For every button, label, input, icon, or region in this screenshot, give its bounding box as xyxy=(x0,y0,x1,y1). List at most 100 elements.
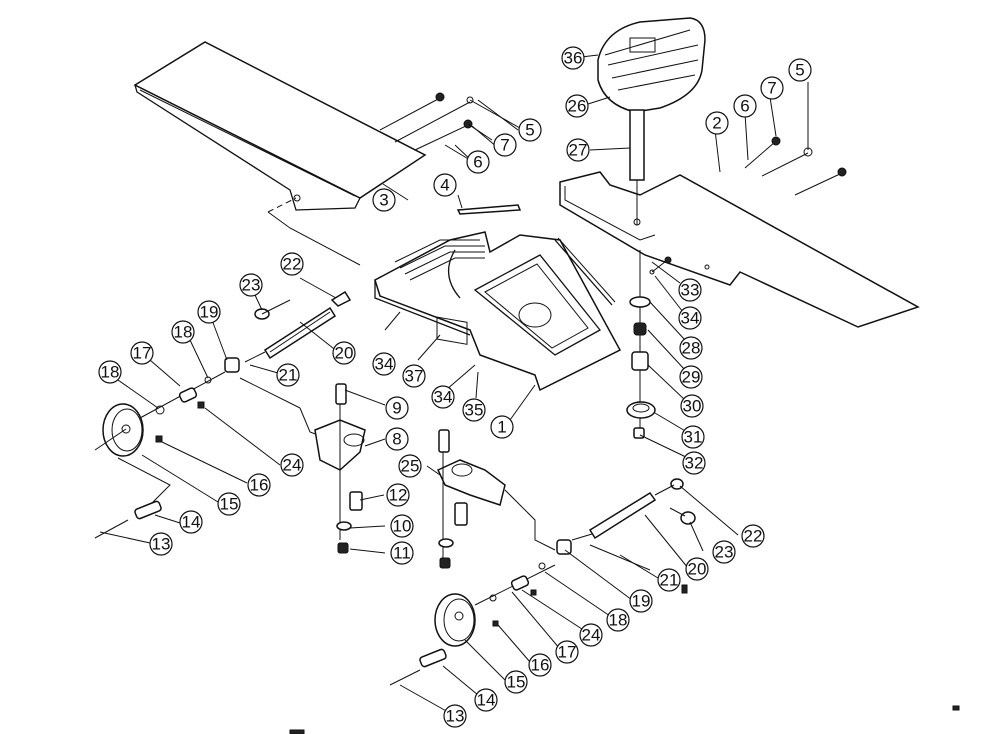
callout-34-right: 34 xyxy=(678,306,702,330)
svg-text:26: 26 xyxy=(568,97,587,116)
callout-24-left: 24 xyxy=(280,453,304,477)
table-fasteners-right xyxy=(744,82,847,196)
svg-text:4: 4 xyxy=(440,176,449,195)
callout-5-left: 5 xyxy=(518,118,542,142)
svg-text:16: 16 xyxy=(250,476,269,495)
svg-text:24: 24 xyxy=(582,626,601,645)
svg-text:24: 24 xyxy=(283,456,302,475)
callout-19-left: 19 xyxy=(197,300,221,324)
callout-1: 1 xyxy=(490,415,514,439)
svg-text:21: 21 xyxy=(279,366,298,385)
svg-text:37: 37 xyxy=(405,367,424,386)
svg-text:28: 28 xyxy=(682,339,701,358)
svg-text:25: 25 xyxy=(401,457,420,476)
callout-28: 28 xyxy=(679,336,703,360)
callout-34-front: 34 xyxy=(431,385,455,409)
svg-text:22: 22 xyxy=(283,255,302,274)
leader-lines xyxy=(99,54,777,713)
callout-33: 33 xyxy=(678,278,702,302)
callout-15-right: 15 xyxy=(504,670,528,694)
svg-text:17: 17 xyxy=(133,344,152,363)
callout-30: 30 xyxy=(680,394,704,418)
svg-text:5: 5 xyxy=(525,121,534,140)
callout-20-right: 20 xyxy=(685,557,709,581)
callout-29: 29 xyxy=(679,365,703,389)
callout-14-left: 14 xyxy=(179,510,203,534)
svg-text:32: 32 xyxy=(685,454,704,473)
svg-text:33: 33 xyxy=(681,281,700,300)
svg-text:23: 23 xyxy=(715,543,734,562)
svg-text:10: 10 xyxy=(393,517,412,536)
callout-6-left: 6 xyxy=(466,150,490,174)
callout-5-right: 5 xyxy=(788,58,812,82)
stray-mark xyxy=(952,705,960,711)
svg-text:14: 14 xyxy=(477,691,496,710)
svg-text:6: 6 xyxy=(473,153,482,172)
callouts: 1 2 3 4 5 5 6 6 7 7 8 9 10 11 12 13 13 1… xyxy=(98,46,812,728)
callout-21-left: 21 xyxy=(276,363,300,387)
outfeed-table xyxy=(559,171,920,328)
callout-4: 4 xyxy=(433,173,457,197)
callout-14-right: 14 xyxy=(474,688,498,712)
svg-text:2: 2 xyxy=(712,114,721,133)
svg-text:13: 13 xyxy=(152,535,171,554)
height-adjust-stack xyxy=(626,250,672,439)
fence-knob xyxy=(597,17,706,225)
callout-16-right: 16 xyxy=(528,653,552,677)
callout-7-left: 7 xyxy=(493,133,517,157)
callout-23-left: 23 xyxy=(239,273,263,297)
page-number-fragment xyxy=(289,729,305,734)
svg-text:18: 18 xyxy=(174,323,193,342)
svg-text:31: 31 xyxy=(684,428,703,447)
right-handwheel xyxy=(389,562,556,686)
svg-text:29: 29 xyxy=(682,368,701,387)
svg-text:7: 7 xyxy=(500,136,509,155)
callout-11: 11 xyxy=(390,541,414,565)
svg-text:18: 18 xyxy=(101,363,120,382)
svg-text:7: 7 xyxy=(767,79,776,98)
callout-15-left: 15 xyxy=(217,492,241,516)
callout-34-left: 34 xyxy=(372,352,396,376)
callout-3: 3 xyxy=(372,188,396,212)
callout-9: 9 xyxy=(385,396,409,420)
callout-25: 25 xyxy=(398,454,422,478)
callout-6-right: 6 xyxy=(733,94,757,118)
callout-23-right: 23 xyxy=(712,540,736,564)
svg-text:15: 15 xyxy=(220,495,239,514)
svg-text:30: 30 xyxy=(683,397,702,416)
svg-text:16: 16 xyxy=(531,656,550,675)
callout-32: 32 xyxy=(682,451,706,475)
svg-text:22: 22 xyxy=(744,527,763,546)
left-handwheel xyxy=(94,371,226,539)
callout-18-right: 18 xyxy=(606,608,630,632)
svg-text:14: 14 xyxy=(182,513,201,532)
svg-text:34: 34 xyxy=(681,309,700,328)
svg-text:15: 15 xyxy=(507,673,526,692)
callout-13-left: 13 xyxy=(149,532,173,556)
svg-text:9: 9 xyxy=(392,399,401,418)
callout-35: 35 xyxy=(462,398,486,422)
callout-22-right: 22 xyxy=(741,524,765,548)
infeed-table xyxy=(133,41,427,266)
svg-text:17: 17 xyxy=(558,643,577,662)
callout-24-right: 24 xyxy=(579,623,603,647)
svg-text:5: 5 xyxy=(795,61,804,80)
svg-text:19: 19 xyxy=(200,303,219,322)
left-screw-assembly xyxy=(224,290,352,436)
callout-17-left: 17 xyxy=(130,341,154,365)
callout-18-left-inner: 18 xyxy=(171,320,195,344)
svg-text:6: 6 xyxy=(740,97,749,116)
callout-26: 26 xyxy=(565,94,589,118)
bracket-assembly xyxy=(314,383,556,569)
callout-21-right: 21 xyxy=(657,568,681,592)
callout-37: 37 xyxy=(402,364,426,388)
callout-10: 10 xyxy=(390,514,414,538)
callout-18-left-outer: 18 xyxy=(98,360,122,384)
callout-19-right: 19 xyxy=(629,589,653,613)
callout-17-right: 17 xyxy=(555,640,579,664)
svg-text:11: 11 xyxy=(393,544,411,563)
svg-text:21: 21 xyxy=(660,571,679,590)
callout-2: 2 xyxy=(705,111,729,135)
svg-text:3: 3 xyxy=(379,191,388,210)
